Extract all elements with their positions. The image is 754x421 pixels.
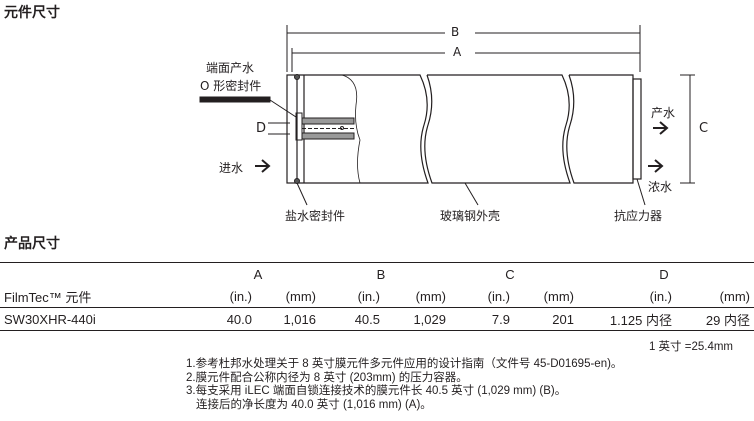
cell: 201	[552, 311, 574, 327]
unit-conversion: 1 英寸 =25.4mm	[648, 341, 733, 353]
col-header-element: FilmTec™ 元件	[4, 289, 92, 305]
fiberglass-shell-label: 玻璃钢外壳	[440, 209, 501, 223]
section-title-element-dimensions: 元件尺寸	[4, 5, 60, 21]
col-header: (mm)	[719, 288, 750, 304]
section-title-product-dimensions: 产品尺寸	[4, 236, 60, 252]
group-header-c: C	[505, 266, 515, 282]
col-header: (in.)	[487, 288, 510, 304]
cell: 7.9	[491, 311, 510, 327]
arrow-permeate	[653, 121, 669, 135]
dim-d-label: D	[256, 121, 267, 136]
element-diagram	[199, 25, 695, 206]
cell: 1,016	[283, 311, 316, 327]
dimension-b-line	[286, 25, 641, 72]
dimensions-table: A B C D FilmTec™ 元件 (in.) (mm) (in.) (mm…	[0, 262, 754, 331]
cell: 29 内径	[705, 312, 750, 328]
group-header-b: B	[376, 266, 386, 282]
cell: 1.125 内径	[609, 312, 672, 328]
note-3: 3.每支采用 iLEC 端面自锁连接技术的膜元件长 40.5 英寸 (1,029…	[186, 385, 567, 397]
dim-b-label: B	[451, 25, 460, 39]
dim-c-label: C	[699, 121, 709, 136]
cell: 1,029	[413, 311, 446, 327]
oring-indicator-bar	[199, 96, 271, 103]
col-header: (mm)	[543, 288, 574, 304]
group-header-a: A	[253, 266, 263, 282]
anti-telescoping-label: 抗应力器	[614, 209, 663, 223]
feed-label: 进水	[219, 161, 244, 175]
col-header: (mm)	[285, 288, 316, 304]
arrow-concentrate	[648, 159, 664, 173]
permeate-label: 产水	[651, 106, 676, 120]
col-header: (in.)	[649, 288, 672, 304]
note-2: 2.膜元件配合公称内径为 8 英寸 (203mm) 的压力容器。	[186, 371, 468, 384]
oring-label-line1: 端面产水	[206, 61, 255, 75]
arrow-feed	[255, 159, 271, 173]
cell: 40.0	[226, 311, 252, 327]
col-header: (mm)	[415, 288, 446, 304]
concentrate-label: 浓水	[648, 180, 673, 194]
note-3-continued: 连接后的净长度为 40.0 英寸 (1,016 mm) (A)。	[196, 398, 432, 411]
col-header: (in.)	[357, 288, 380, 304]
product-water-tube	[295, 112, 355, 141]
col-header: (in.)	[229, 288, 252, 304]
brine-seal-label: 盐水密封件	[285, 209, 346, 223]
table-row: SW30XHR-440i 40.0 1,016 40.5 1,029 7.9 2…	[0, 308, 754, 331]
seals	[294, 74, 300, 184]
table-subheader-row: FilmTec™ 元件 (in.) (mm) (in.) (mm) (in.) …	[0, 285, 754, 308]
dimension-a-line	[291, 48, 640, 72]
cell-model: SW30XHR-440i	[4, 311, 96, 327]
notes: 1.参考杜邦水处理关于 8 英寸膜元件多元件应用的设计指南（文件号 45-D01…	[186, 358, 622, 412]
dim-a-label: A	[453, 45, 462, 59]
table-group-header-row: A B C D	[0, 262, 754, 286]
note-1: 1.参考杜邦水处理关于 8 英寸膜元件多元件应用的设计指南（文件号 45-D01…	[186, 358, 623, 370]
oring-label-line2: O 形密封件	[200, 79, 262, 93]
group-header-d: D	[659, 266, 669, 282]
cell: 40.5	[354, 311, 380, 327]
